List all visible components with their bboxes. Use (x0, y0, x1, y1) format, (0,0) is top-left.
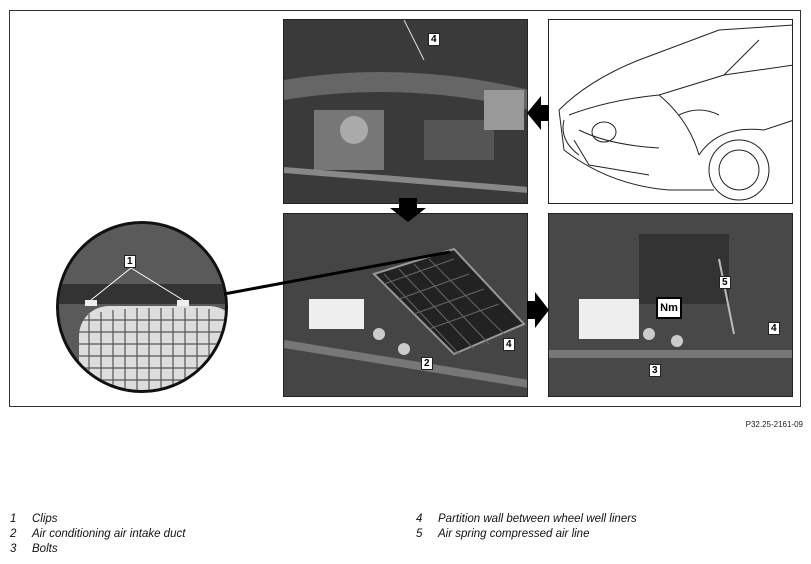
zoom-detail-circle (56, 221, 228, 393)
callout-3: 3 (649, 364, 661, 377)
engine-bay-photo-top (283, 19, 528, 204)
torque-symbol: Nm (656, 297, 682, 319)
callout-1: 1 (124, 255, 136, 268)
arrow-down-icon (390, 198, 426, 222)
callout-5: 5 (719, 276, 731, 289)
arrow-left-icon (527, 96, 549, 130)
arrow-right-icon (527, 292, 549, 328)
callout-2: 2 (421, 357, 433, 370)
callout-4-top: 4 (428, 33, 440, 46)
zoom-connector-line (223, 250, 451, 296)
intake-duct-photo (283, 213, 528, 397)
figure-reference-code: P32.25-2161-09 (745, 420, 803, 429)
car-overview-sketch (548, 19, 793, 204)
callout-4-right: 4 (768, 322, 780, 335)
callout-4-middle: 4 (503, 338, 515, 351)
figure-frame (9, 10, 801, 407)
